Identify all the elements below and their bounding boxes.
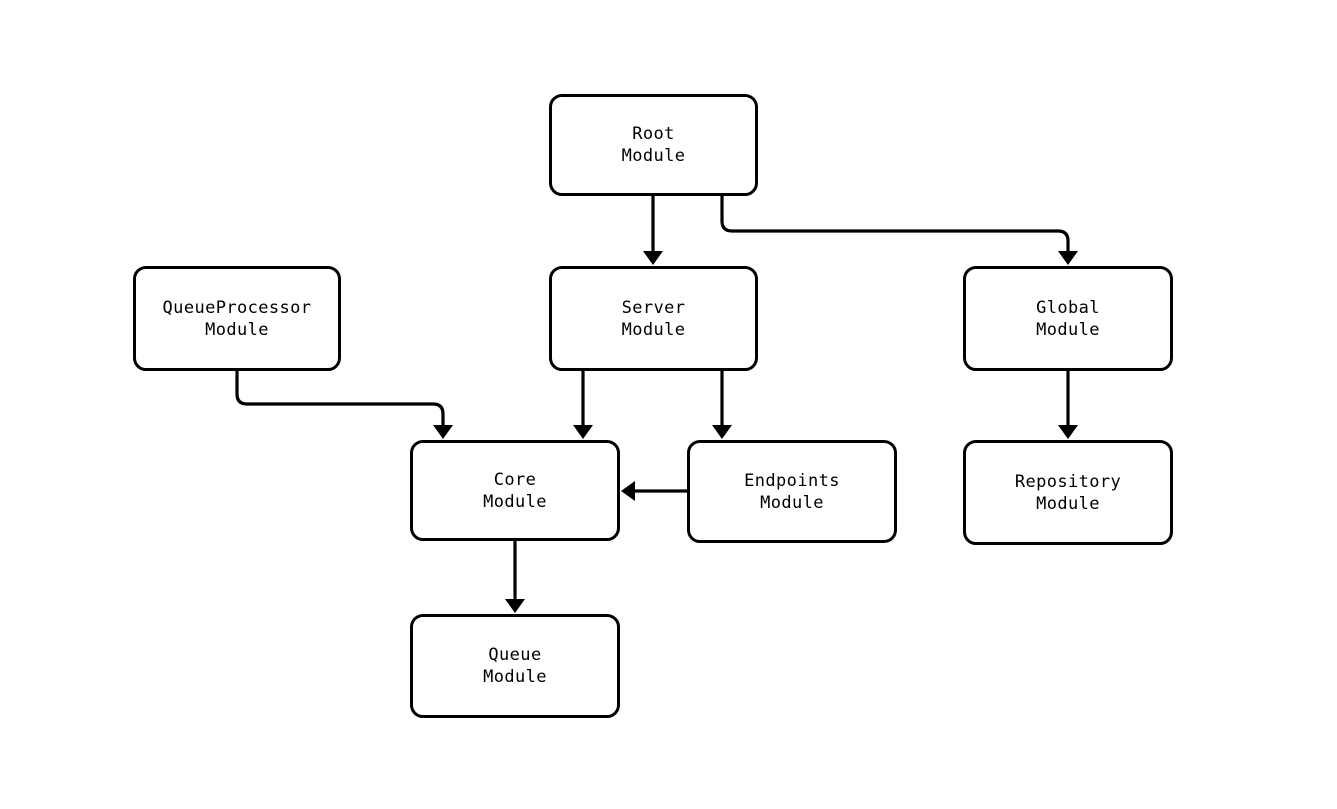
arrow-head-icon: [712, 425, 732, 439]
node-label-suffix: Module: [1036, 319, 1100, 340]
node-label-suffix: Module: [621, 319, 686, 340]
edge-queueprocessor-to-core: [235, 371, 453, 439]
node-label-name: Root: [632, 124, 675, 144]
node-label-name: Global: [1036, 297, 1100, 318]
node-label-name: Repository: [1014, 471, 1122, 492]
node-label-name: Server: [621, 297, 686, 318]
node-label-name: Core: [493, 469, 537, 490]
node-label-name: Queue: [488, 645, 542, 665]
node-label-name: QueueProcessor: [162, 297, 312, 318]
edge-line: [235, 371, 445, 427]
edge-core-to-queue: [505, 541, 525, 613]
edge-global-to-repository: [1058, 371, 1078, 439]
node-label-suffix: Module: [1036, 493, 1100, 514]
edge-endpoints-to-core: [621, 481, 687, 501]
node-label-suffix: Module: [621, 146, 686, 166]
arrow-head-icon: [621, 481, 635, 501]
arrow-head-icon: [433, 425, 453, 439]
node-label-suffix: Module: [760, 492, 824, 513]
arrow-head-icon: [1058, 251, 1078, 265]
arrow-head-icon: [1058, 425, 1078, 439]
edge-server-to-endpoints: [712, 371, 732, 439]
node-label-suffix: Module: [483, 667, 547, 687]
node-label-suffix: Module: [205, 319, 269, 340]
edge-root-to-server: [643, 196, 663, 265]
arrow-head-icon: [505, 599, 525, 613]
arrow-head-icon: [573, 425, 593, 439]
arrow-head-icon: [643, 251, 663, 265]
edge-server-to-core: [573, 371, 593, 439]
edge-root-to-global: [720, 196, 1078, 265]
node-label-name: Endpoints: [744, 470, 840, 491]
node-label-suffix: Module: [483, 491, 547, 512]
edge-line: [720, 196, 1070, 253]
